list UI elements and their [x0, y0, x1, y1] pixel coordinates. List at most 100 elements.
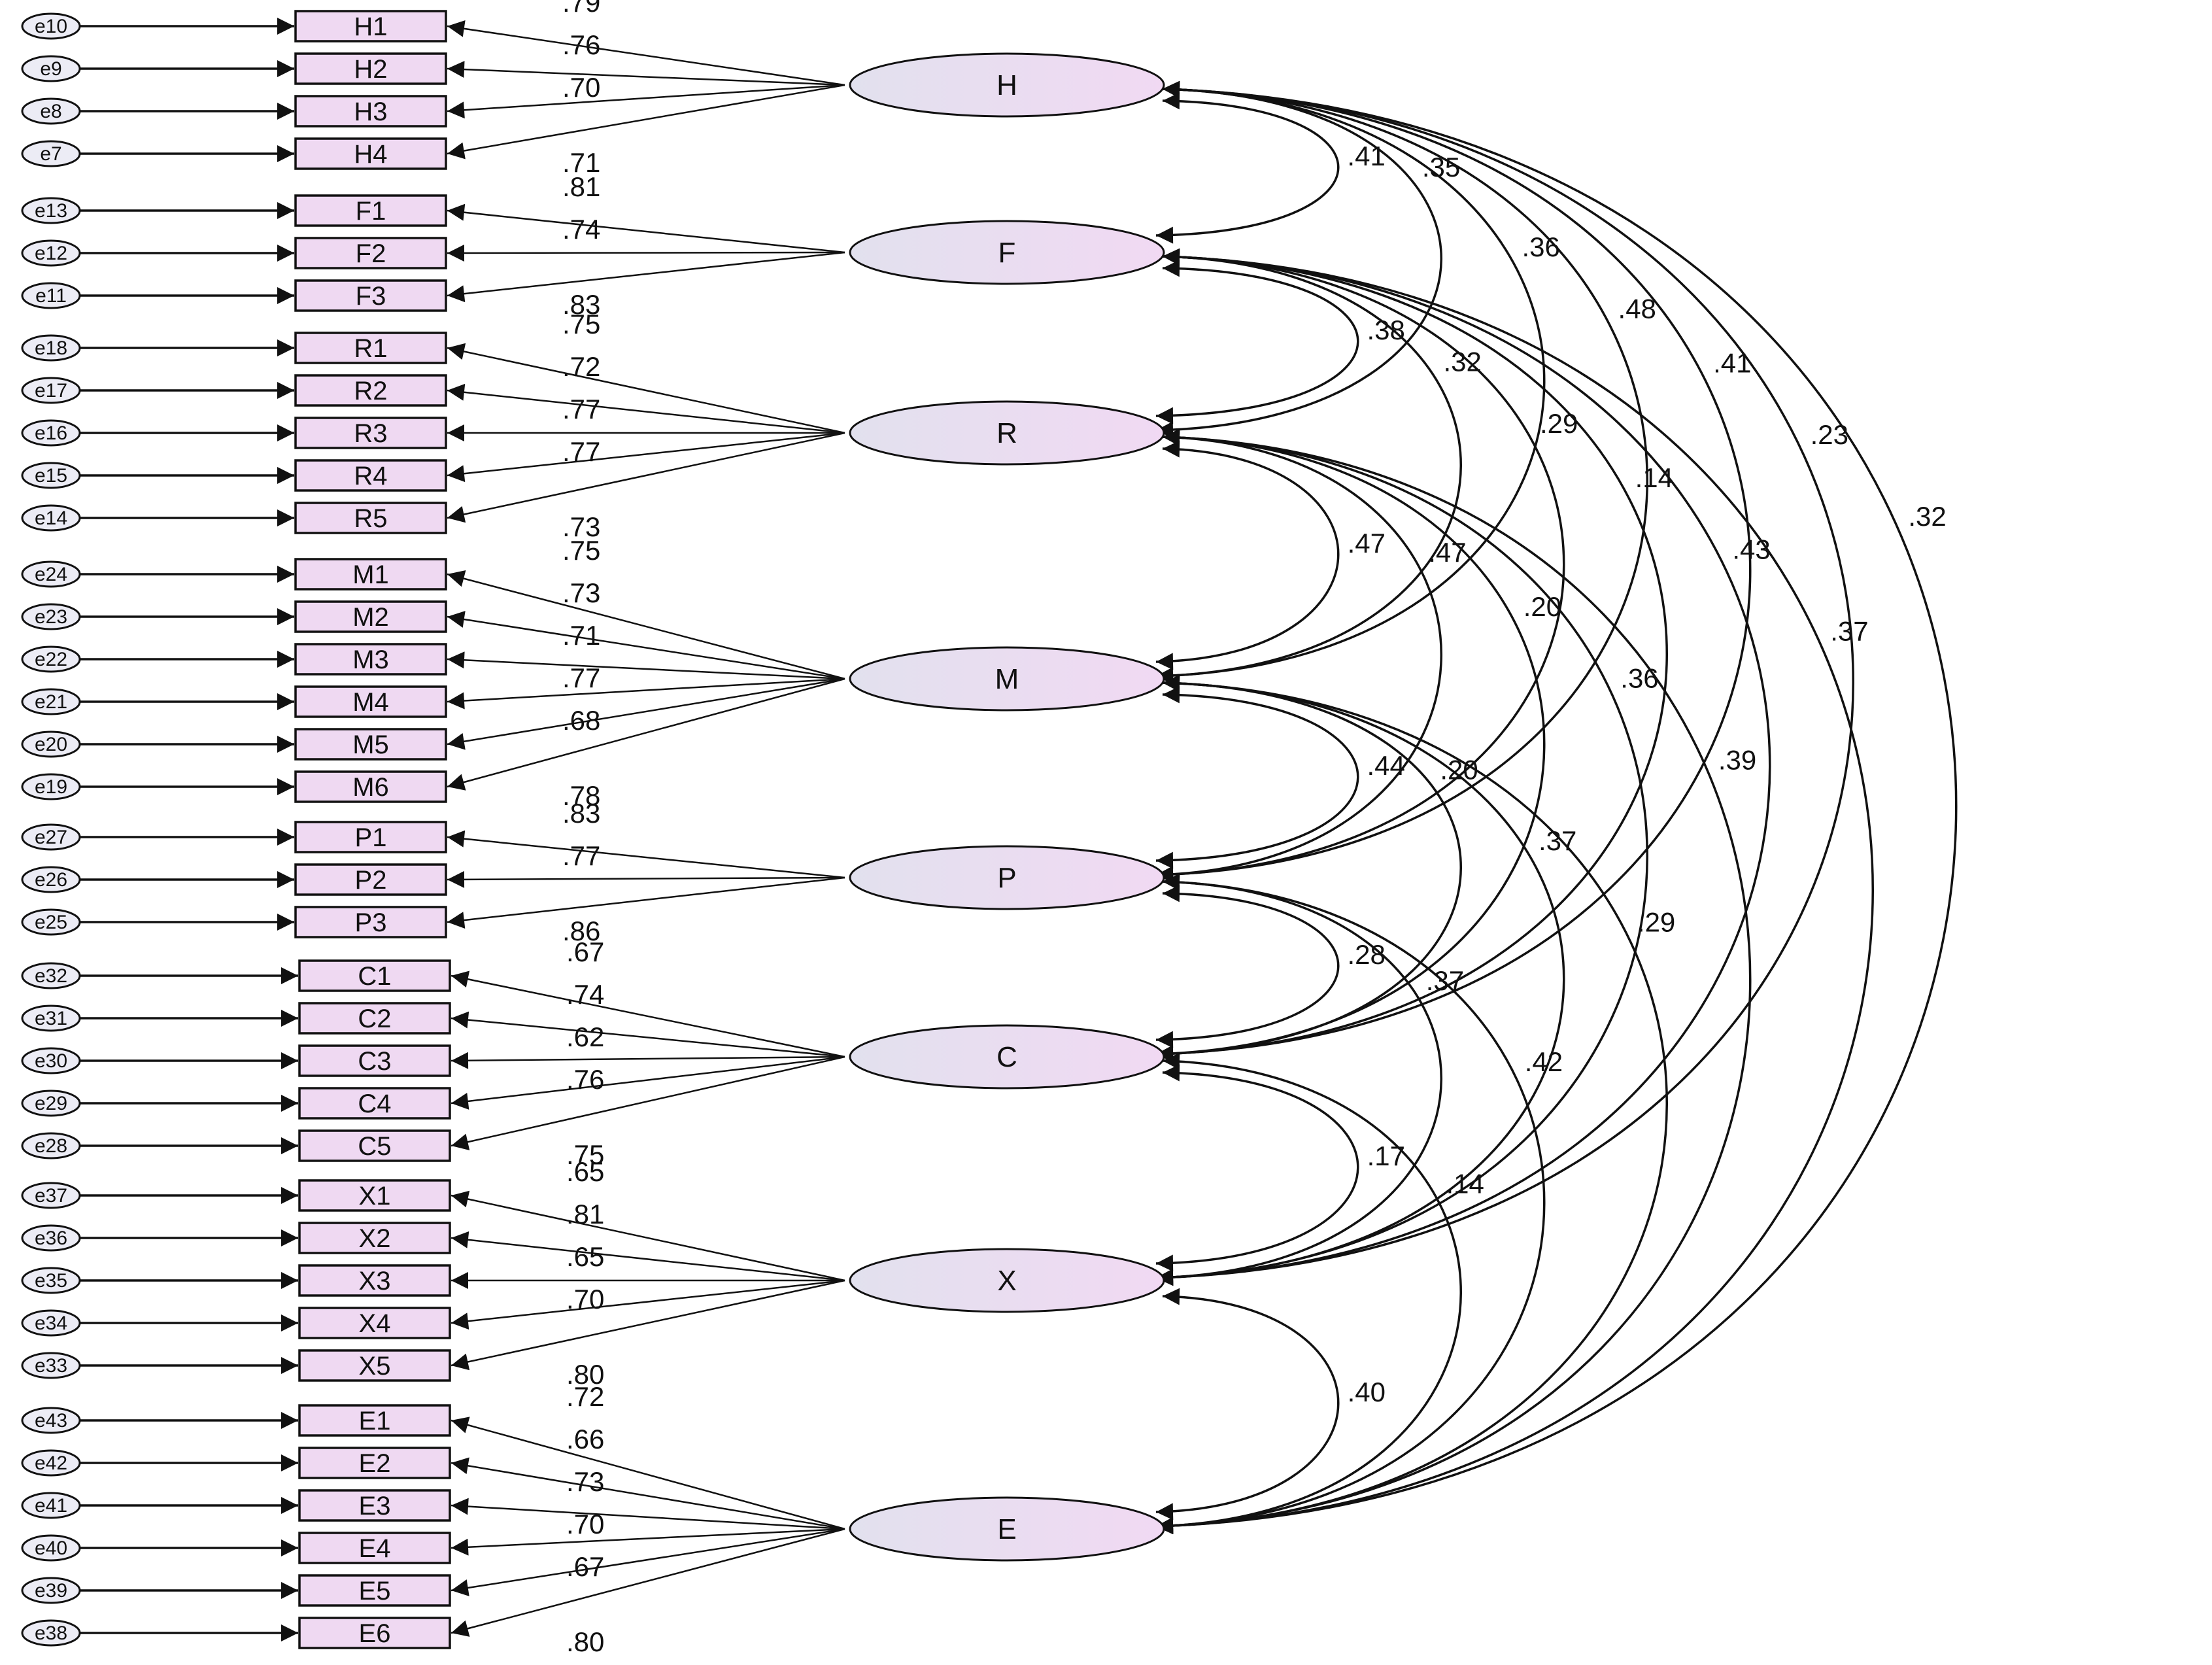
loading-value: .73 — [562, 577, 600, 608]
loading-path — [451, 1011, 845, 1058]
loading-path — [447, 244, 845, 262]
covariance-P-C: .28 — [1155, 885, 1386, 1048]
error-term-e32: e32 — [21, 962, 81, 989]
loading-value: .75 — [562, 309, 600, 339]
loading-value: .72 — [566, 1381, 604, 1412]
indicator-label: M4 — [352, 688, 389, 717]
error-term-e24: e24 — [21, 560, 81, 588]
indicator-label: R1 — [354, 334, 387, 363]
indicator-label: R2 — [354, 377, 387, 405]
indicator-label: C4 — [358, 1090, 391, 1118]
indicator-label: E3 — [359, 1492, 391, 1520]
loading-layer: .79.76.70.71.81.74.83.75.72.77.77.73.75.… — [447, 0, 845, 1657]
error-label: e21 — [35, 691, 67, 713]
error-label: e33 — [35, 1355, 67, 1377]
indicator-label: F3 — [356, 282, 386, 311]
indicator-label: R4 — [354, 462, 387, 490]
loading-path — [451, 1457, 845, 1530]
error-term-e26: e26 — [21, 866, 81, 893]
loading-value: .70 — [566, 1509, 604, 1539]
error-label: e11 — [35, 285, 67, 307]
loading-value: .74 — [566, 979, 604, 1010]
indicator-X4: X4 — [298, 1307, 451, 1339]
covariance-C-X: .17 — [1155, 1064, 1405, 1272]
loading-path — [447, 20, 845, 86]
latent-M: M — [849, 646, 1165, 712]
loading-value: .67 — [566, 936, 604, 967]
error-label: e13 — [35, 200, 67, 222]
covariance-value: .36 — [1620, 662, 1658, 693]
indicator-C4: C4 — [298, 1087, 451, 1120]
error-term-e16: e16 — [21, 419, 81, 447]
error-label: e12 — [35, 243, 67, 264]
covariance-value: .14 — [1446, 1169, 1484, 1199]
loading-path — [447, 876, 845, 929]
error-term-e35: e35 — [21, 1267, 81, 1294]
loading-value: .70 — [566, 1284, 604, 1314]
error-term-e10: e10 — [21, 12, 81, 40]
indicator-label: E6 — [359, 1619, 391, 1648]
error-term-e15: e15 — [21, 462, 81, 489]
loading-path — [447, 84, 845, 119]
indicator-label: X2 — [359, 1224, 391, 1253]
covariance-R-M: .47 — [1155, 440, 1386, 670]
error-layer: e10e9e8e7e13e12e11e18e17e16e15e14e24e23e… — [21, 12, 298, 1647]
covariance-value: .14 — [1635, 462, 1673, 493]
latent-E: E — [849, 1496, 1165, 1562]
indicator-X2: X2 — [298, 1222, 451, 1254]
loading-path — [451, 1056, 845, 1150]
indicator-label: C3 — [358, 1047, 391, 1076]
loading-path — [447, 678, 845, 750]
loading-path — [451, 1056, 845, 1110]
latent-C: C — [849, 1024, 1165, 1090]
covariance-F-P: .29 — [1155, 248, 1578, 884]
covariance-value: .39 — [1718, 744, 1756, 775]
covariance-value: .41 — [1347, 141, 1385, 171]
latent-label: P — [997, 862, 1016, 894]
error-label: e34 — [35, 1313, 67, 1334]
loading-path — [447, 343, 845, 434]
loading-path — [447, 432, 845, 523]
latent-label: X — [997, 1265, 1016, 1297]
indicator-C3: C3 — [298, 1044, 451, 1077]
covariance-H-C: .41 — [1155, 80, 1752, 1063]
covariance-H-P: .48 — [1155, 80, 1656, 884]
covariance-H-M: .36 — [1155, 80, 1560, 685]
covariance-value: .32 — [1908, 501, 1946, 532]
loading-value: .81 — [562, 171, 600, 202]
error-term-e17: e17 — [21, 377, 81, 404]
indicator-label: P2 — [355, 866, 387, 895]
latent-label: M — [995, 663, 1019, 695]
indicator-label: E5 — [359, 1577, 391, 1605]
latent-label: E — [997, 1513, 1016, 1545]
latent-label: F — [998, 237, 1016, 269]
error-label: e35 — [35, 1270, 67, 1292]
loading-path — [451, 1528, 845, 1556]
indicator-R3: R3 — [294, 417, 447, 449]
error-label: e17 — [35, 380, 67, 402]
loading-value: .76 — [566, 1064, 604, 1095]
covariance-value: .40 — [1348, 1377, 1386, 1407]
indicator-E3: E3 — [298, 1489, 451, 1522]
error-label: e15 — [35, 465, 67, 487]
covariance-P-E: .42 — [1155, 873, 1563, 1535]
indicator-F3: F3 — [294, 279, 447, 312]
error-label: e24 — [35, 564, 67, 585]
covariance-value: .38 — [1367, 315, 1404, 345]
loading-value: .71 — [562, 147, 600, 178]
covariance-R-X: .36 — [1155, 428, 1659, 1286]
loading-path — [447, 678, 845, 791]
covariance-value: .28 — [1347, 939, 1385, 970]
covariance-value: .23 — [1811, 419, 1848, 450]
indicator-H2: H2 — [294, 52, 447, 85]
covariance-H-E: .32 — [1155, 80, 1958, 1535]
error-label: e43 — [35, 1410, 67, 1432]
error-term-e33: e33 — [21, 1352, 81, 1379]
error-term-e7: e7 — [21, 140, 81, 167]
indicator-H1: H1 — [294, 10, 447, 43]
loading-path — [447, 432, 845, 483]
indicator-label: C1 — [358, 962, 391, 991]
loading-value: .75 — [566, 1139, 604, 1170]
error-term-e14: e14 — [21, 504, 81, 532]
loading-value: .72 — [562, 351, 600, 382]
